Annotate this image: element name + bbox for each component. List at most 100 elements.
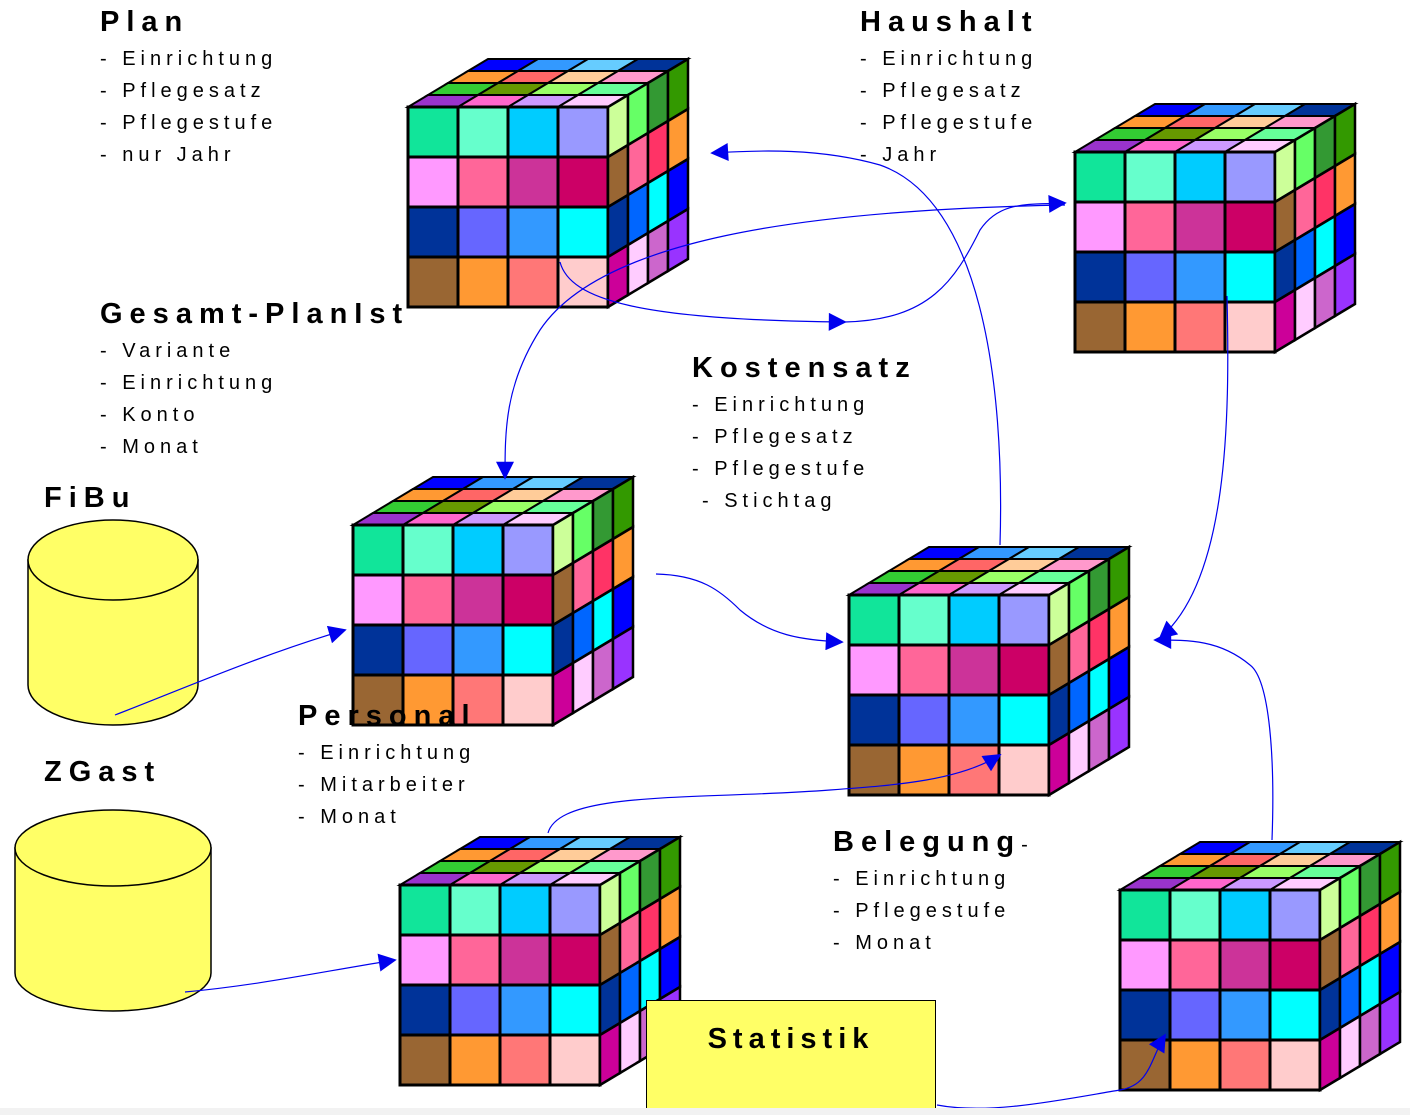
cube-front-cell	[448, 983, 502, 1037]
connector-kostensatz-to-plan	[710, 143, 1002, 546]
personal-item: Mitarbeiter	[298, 769, 477, 801]
gesamt-planist-cube	[349, 474, 637, 728]
cube-front-cell	[1218, 988, 1272, 1042]
cube-front-cell	[1118, 988, 1172, 1042]
cube-front-cell	[897, 593, 951, 647]
haushalt-item: Jahr	[860, 139, 1038, 171]
belegung-title: Belegung	[833, 826, 1022, 858]
cube-side-cell	[1333, 251, 1357, 319]
gesamt-planist-block: Gesamt-PlanIst Variante Einrichtung Kont…	[100, 298, 409, 463]
cube-front-cell	[501, 673, 555, 727]
gesamt-planist-title: Gesamt-PlanIst	[100, 298, 410, 330]
cube-front-cell	[1123, 250, 1177, 304]
cube-front-cell	[1218, 1038, 1272, 1092]
cube-front-cell	[1123, 300, 1177, 354]
cube-front-cell	[398, 883, 452, 937]
connector-gesamt-to-kostensatz	[655, 573, 844, 651]
cube-front-cell	[398, 1033, 452, 1087]
gesamt-item: Monat	[100, 431, 409, 463]
belegung-item: Monat	[833, 927, 1028, 959]
cube-front-cell	[451, 523, 505, 577]
cube-front-cell	[448, 933, 502, 987]
haushalt-cube	[1071, 101, 1359, 355]
cube-front-cell	[456, 155, 510, 209]
cube-front-cell	[1268, 888, 1322, 942]
cube-front-cell	[897, 743, 951, 797]
cube-front-cell	[1173, 150, 1227, 204]
fibu-database-icon	[27, 519, 199, 726]
cube-side-cell	[551, 660, 575, 728]
personal-item: Monat	[298, 801, 477, 833]
cube-front-cell	[498, 983, 552, 1037]
kostensatz-item: Stichtag	[692, 485, 917, 517]
plan-cube	[404, 56, 692, 310]
fibu-label: FiBu	[44, 482, 137, 514]
cube-front-cell	[1173, 200, 1227, 254]
cube-side-cell	[598, 1020, 622, 1088]
plan-item: Pflegesatz	[100, 75, 277, 107]
connector-fibu-to-gesamt	[114, 625, 347, 716]
cube-front-cell	[1173, 250, 1227, 304]
belegung-cube	[1116, 839, 1404, 1093]
cube-front-cell	[556, 105, 610, 159]
cube-front-cell	[351, 523, 405, 577]
cube-front-cell	[947, 693, 1001, 747]
plan-item: Einrichtung	[100, 43, 277, 75]
connector-haushalt-to-gesamt	[496, 204, 1066, 480]
cube-front-cell	[498, 1033, 552, 1087]
personal-title: Personal	[298, 700, 477, 732]
cube-front-cell	[501, 573, 555, 627]
cube-side-cell	[1293, 275, 1317, 343]
cube-side-cell	[571, 648, 595, 716]
cube-front-cell	[1073, 200, 1127, 254]
connector-belegung-to-kostensatz	[1153, 631, 1274, 841]
connector-plan-to-bridge	[559, 261, 847, 331]
kostensatz-block: Kostensatz Einrichtung Pflegesatz Pflege…	[692, 352, 917, 517]
cube-front-cell	[401, 573, 455, 627]
cube-front-cell	[498, 933, 552, 987]
connector-bridge-to-haushalt	[844, 194, 1067, 323]
cube-front-cell	[506, 155, 560, 209]
connector-personal-to-kostensatz	[547, 754, 1002, 834]
gesamt-item: Konto	[100, 399, 409, 431]
cube-side-cell	[606, 242, 630, 310]
cube-front-cell	[398, 933, 452, 987]
cube-front-cell	[451, 623, 505, 677]
cube-side-cell	[1358, 1001, 1382, 1069]
cube-side-cell	[618, 1008, 642, 1076]
cube-front-cell	[1168, 888, 1222, 942]
haushalt-title: Haushalt	[860, 6, 1039, 38]
cube-front-cell	[1268, 988, 1322, 1042]
cube-side-cell	[1273, 287, 1297, 355]
connector-zgast-to-personal	[184, 953, 397, 993]
cube-front-cell	[947, 593, 1001, 647]
haushalt-item: Einrichtung	[860, 43, 1038, 75]
cube-front-cell	[406, 155, 460, 209]
belegung-item: Einrichtung	[833, 863, 1028, 895]
cube-front-cell	[847, 593, 901, 647]
cube-front-cell	[1123, 150, 1177, 204]
cube-front-cell	[1218, 938, 1272, 992]
cube-front-cell	[947, 643, 1001, 697]
cube-front-cell	[548, 1033, 602, 1087]
cube-front-cell	[1118, 888, 1172, 942]
cube-front-cell	[1073, 250, 1127, 304]
cube-front-cell	[997, 593, 1051, 647]
gesamt-item: Einrichtung	[100, 367, 409, 399]
personal-item: Einrichtung	[298, 737, 477, 769]
plan-block: Plan Einrichtung Pflegesatz Pflegestufe …	[100, 6, 277, 171]
gesamt-item: Variante	[100, 335, 409, 367]
cube-front-cell	[406, 255, 460, 309]
kostensatz-cube	[845, 544, 1133, 798]
cube-front-cell	[897, 693, 951, 747]
cube-front-cell	[406, 105, 460, 159]
cube-front-cell	[548, 883, 602, 937]
cube-front-cell	[1073, 150, 1127, 204]
cube-front-cell	[351, 623, 405, 677]
cube-front-cell	[501, 523, 555, 577]
kostensatz-item: Einrichtung	[692, 389, 917, 421]
personal-block: Personal Einrichtung Mitarbeiter Monat	[298, 700, 477, 833]
cube-front-cell	[1168, 1038, 1222, 1092]
plan-item: nur Jahr	[100, 139, 277, 171]
